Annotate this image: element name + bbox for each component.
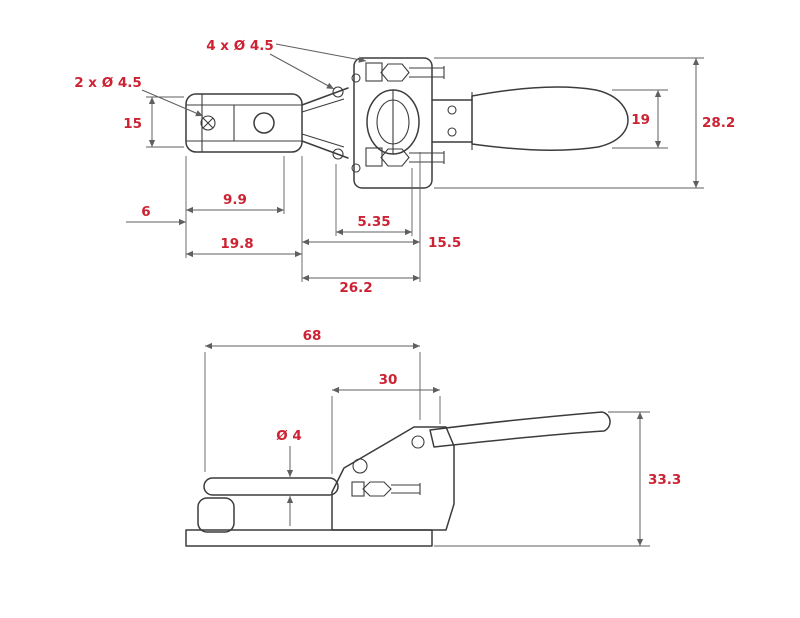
- mounting-base-side: [185, 529, 433, 547]
- top-view: 15 2 x Ø 4.5 4 x Ø 4.5 19 28.2: [74, 38, 735, 296]
- clamp-body-side: [331, 426, 455, 531]
- dim-label-19: 19: [631, 112, 650, 128]
- bottom-bolt-hex-nut: [380, 148, 410, 167]
- link-arm-line: [301, 140, 349, 159]
- dim-label-26-2: 26.2: [339, 280, 372, 296]
- rivet-hole: [332, 148, 344, 160]
- leader-line-4x-holes: [269, 53, 335, 90]
- yoke-pin: [447, 105, 457, 115]
- handle-grip-top: [471, 86, 629, 151]
- side-bolt-washer: [351, 481, 365, 497]
- link-arm-line: [301, 98, 345, 113]
- clamp-bracket-body: [353, 57, 433, 189]
- dim-label-4x-dia-4-5: 4 x Ø 4.5: [206, 38, 274, 54]
- link-arm-line: [301, 133, 345, 148]
- u-bolt-rod: [203, 477, 339, 496]
- dim-label-68: 68: [303, 328, 322, 344]
- side-view: 68 30 Ø 4 33.3: [185, 328, 681, 547]
- dim-label-9-9: 9.9: [223, 192, 247, 208]
- side-mount-hole: [200, 115, 216, 131]
- dim-label-15: 15: [123, 116, 142, 132]
- top-view-part-outline: [185, 57, 629, 189]
- hook-bracket: [197, 497, 235, 533]
- dim-label-33-3: 33.3: [648, 472, 681, 488]
- yoke-pin: [447, 127, 457, 137]
- body-hole: [352, 458, 368, 474]
- dim-label-19-8: 19.8: [220, 236, 253, 252]
- top-bolt-washer: [365, 62, 383, 82]
- side-bolt-hex-nut: [362, 481, 392, 497]
- rivet-hole: [351, 163, 361, 173]
- dim-label-28-2: 28.2: [702, 115, 735, 131]
- dim-label-30: 30: [379, 372, 398, 388]
- handle-grip-side: [429, 411, 611, 448]
- dim-label-15-5: 15.5: [428, 235, 461, 251]
- base-center-hole: [253, 112, 275, 134]
- hole-hatch-line: [202, 117, 214, 129]
- side-view-dimensions: 68 30 Ø 4 33.3: [204, 328, 681, 547]
- rivet-hole: [351, 73, 361, 83]
- side-view-part-outline: [185, 411, 611, 547]
- top-view-dimensions: 15 2 x Ø 4.5 4 x Ø 4.5 19 28.2: [74, 38, 735, 296]
- bottom-bolt-washer: [365, 147, 383, 167]
- dim-label-dia-4: Ø 4: [276, 428, 302, 444]
- leader-line-2x-holes: [141, 89, 204, 117]
- top-bolt-hex-nut: [380, 63, 410, 82]
- link-arm-line: [301, 87, 349, 106]
- body-hole: [411, 435, 425, 449]
- leader-line-4x-holes: [275, 43, 367, 63]
- dim-label-6: 6: [141, 204, 150, 220]
- rivet-hole: [332, 86, 344, 98]
- dim-label-5-35: 5.35: [357, 214, 390, 230]
- mounting-base-plate: [185, 93, 303, 153]
- dim-label-2x-dia-4-5: 2 x Ø 4.5: [74, 75, 142, 91]
